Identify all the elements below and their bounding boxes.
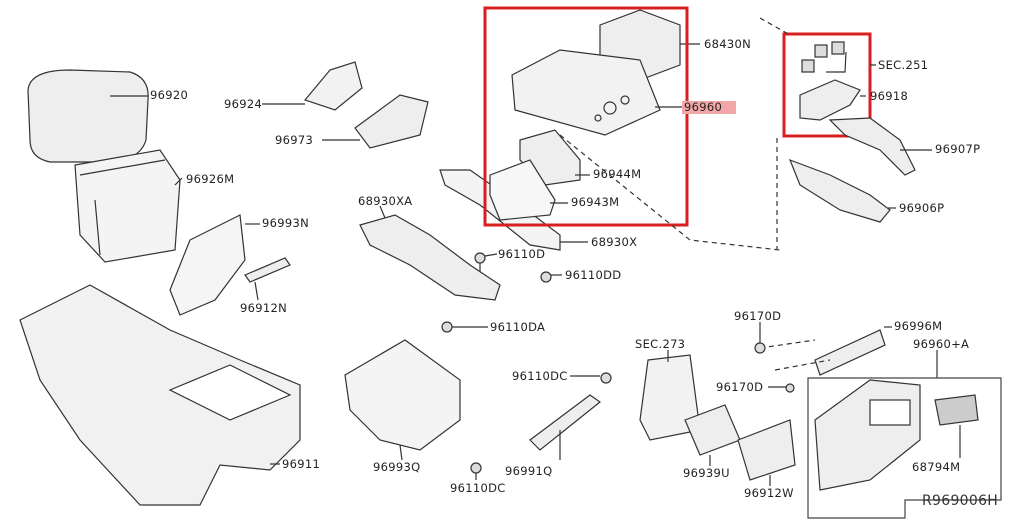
part-label-96912N: 96912N bbox=[240, 301, 287, 315]
part-label-96996M: 96996M bbox=[894, 319, 943, 333]
bracket-96993N-part bbox=[169, 214, 246, 316]
part-label-96926M: 96926M bbox=[186, 172, 235, 186]
part-label-96110D: 96110D bbox=[498, 247, 546, 261]
section-label-273: SEC.273 bbox=[635, 337, 686, 351]
vent-68794M-part bbox=[934, 394, 979, 426]
callout-box-96960 bbox=[483, 6, 689, 227]
console-body-part bbox=[19, 284, 301, 506]
module-sec273-part bbox=[639, 354, 701, 441]
strip-96912N-part bbox=[244, 257, 291, 283]
part-label-96110DD: 96110DD bbox=[565, 268, 622, 282]
rear-panel-96960A-part bbox=[814, 379, 921, 491]
section-label-251: SEC.251 bbox=[878, 58, 929, 72]
finisher-68930XA-part bbox=[359, 214, 501, 301]
part-label-96993N: 96993N bbox=[262, 216, 309, 230]
part-label-96924: 96924 bbox=[224, 97, 263, 111]
part-label-68430N: 68430N bbox=[704, 37, 751, 51]
part-label-96993Q: 96993Q bbox=[373, 460, 421, 474]
armrest-part bbox=[27, 69, 149, 163]
panel-96960-part bbox=[511, 49, 661, 136]
screw-96110DD bbox=[540, 271, 552, 283]
frame-96993Q-part bbox=[344, 339, 461, 451]
callout-box-96918 bbox=[782, 32, 872, 138]
part-label-68794M: 68794M bbox=[912, 460, 961, 474]
part-label-96110DC-top: 96110DC bbox=[512, 369, 568, 383]
part-label-68930X: 68930X bbox=[591, 235, 638, 249]
bracket-96912W-part bbox=[737, 419, 796, 481]
screw-96110D bbox=[474, 252, 486, 264]
finisher-96907P-part bbox=[828, 117, 916, 176]
part-label-96912W: 96912W bbox=[744, 486, 794, 500]
part-label-96960A: 96960+A bbox=[913, 337, 970, 351]
bracket-96924-part bbox=[303, 61, 363, 111]
bracket-96918-part bbox=[799, 79, 861, 121]
part-label-96943M: 96943M bbox=[571, 195, 620, 209]
diagram-reference-number: R969006H bbox=[922, 493, 999, 509]
part-label-96907P: 96907P bbox=[935, 142, 981, 156]
bezel-96943M-part bbox=[489, 159, 556, 221]
part-label-96960-highlighted: 96960 bbox=[682, 101, 737, 114]
part-label-96110DA: 96110DA bbox=[490, 320, 546, 334]
part-label-96991Q: 96991Q bbox=[505, 464, 553, 478]
storage-box-part bbox=[74, 149, 181, 263]
part-label-96939U: 96939U bbox=[683, 466, 730, 480]
part-label-96906P: 96906P bbox=[899, 201, 945, 215]
tray-96973-part bbox=[354, 94, 429, 149]
part-label-96110DC-bottom: 96110DC bbox=[450, 481, 506, 495]
part-label-96918: 96918 bbox=[870, 89, 909, 103]
bracket-96996M-part bbox=[814, 329, 886, 376]
finisher-96906P-part bbox=[788, 158, 891, 223]
part-label-96973: 96973 bbox=[275, 133, 314, 147]
part-label-96920: 96920 bbox=[150, 88, 189, 102]
part-label-96911: 96911 bbox=[282, 457, 321, 471]
part-label-96170D-mid: 96170D bbox=[716, 380, 764, 394]
switch-part bbox=[814, 44, 828, 58]
bracket-96991Q-part bbox=[529, 394, 602, 451]
part-label-68930XA: 68930XA bbox=[358, 194, 413, 208]
part-label-96944M: 96944M bbox=[593, 167, 642, 181]
part-label-96170D-top: 96170D bbox=[734, 309, 782, 323]
